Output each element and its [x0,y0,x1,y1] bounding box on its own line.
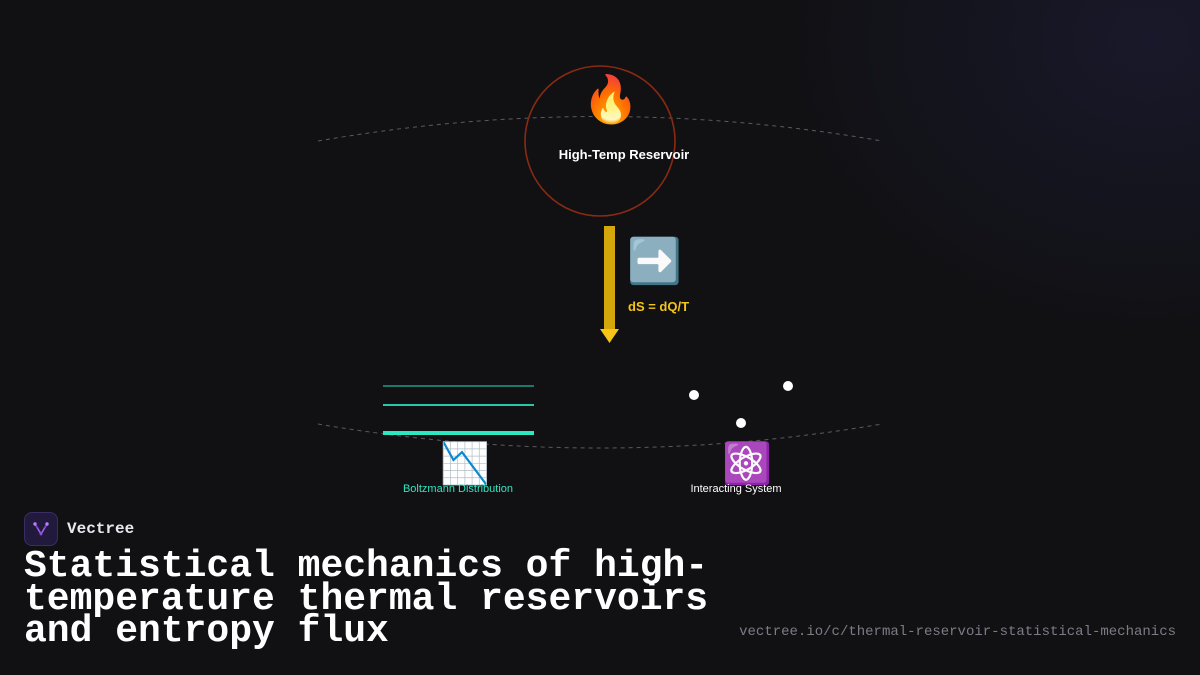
source-url: vectree.io/c/thermal-reservoir-statistic… [739,624,1176,640]
system-label: Interacting System [690,483,782,495]
entropy-flux-formula: dS = dQ/T [628,299,690,314]
page-title: Statistical mechanics of high-temperatur… [24,545,709,653]
upper-dashed-arc [317,116,883,142]
heat-flow-arrow-head [600,329,619,343]
reservoir-ring [524,65,676,217]
particle [689,390,699,400]
atom-icon: ⚛️ [722,442,772,486]
distribution-label: Boltzmann Distribution [402,483,514,495]
particle [736,418,746,428]
reservoir-label: High-Temp Reservoir [558,147,690,162]
lower-dashed-arc [317,423,883,449]
brand-logo-icon [24,512,58,546]
heat-flow-arrow-shaft [604,226,615,332]
chart-decreasing-icon: 📉 [440,442,490,486]
right-arrow-icon: ➡️ [627,237,682,286]
brand-name: Vectree [67,520,135,538]
particle [783,381,793,391]
fire-icon: 🔥 [582,73,640,125]
brand: Vectree [24,512,134,546]
